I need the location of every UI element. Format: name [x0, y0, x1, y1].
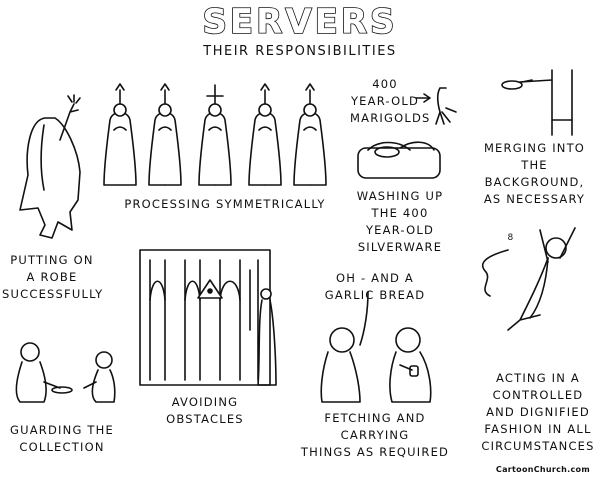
caption-marigolds: 400 YEAR-OLD MARIGOLDS: [350, 77, 431, 125]
page-subtitle: THEIR RESPONSIBILITIES: [203, 44, 397, 59]
caption-acting: ACTING IN A CONTROLLED AND DIGNIFIED FAS…: [481, 371, 595, 453]
fetching-figures: [320, 291, 432, 403]
guarding-figures: [15, 342, 116, 403]
caption-robe: PUTTING ON A ROBE SUCCESSFULLY: [2, 253, 104, 301]
caption-fetching: FETCHING AND CARRYING THINGS AS REQUIRED: [300, 411, 450, 459]
caption-obstacles: AVOIDING OBSTACLES: [166, 395, 244, 426]
flying-figure: [481, 227, 576, 331]
caption-guarding: GUARDING THE COLLECTION: [10, 423, 114, 454]
flight-label: 8: [507, 233, 515, 243]
marigold-glove: [415, 87, 457, 125]
caption-merging: MERGING INTO THE BACKGROUND, AS NECESSAR…: [483, 141, 586, 206]
processing-servers: [103, 83, 327, 186]
gothic-screen: [139, 249, 277, 386]
washing-tub: [357, 141, 441, 179]
robe-figure: [19, 94, 81, 239]
caption-processing: PROCESSING SYMMETRICALLY: [124, 197, 326, 211]
credit-watermark: CartoonChurch.com: [495, 465, 590, 474]
caption-washing: WASHING UP THE 400 YEAR-OLD SILVERWARE: [356, 189, 444, 254]
speech-bubble-text: OH - AND A GARLIC BREAD: [324, 271, 426, 302]
merging-wall: [501, 69, 573, 136]
page-title: SERVERS: [202, 1, 398, 43]
